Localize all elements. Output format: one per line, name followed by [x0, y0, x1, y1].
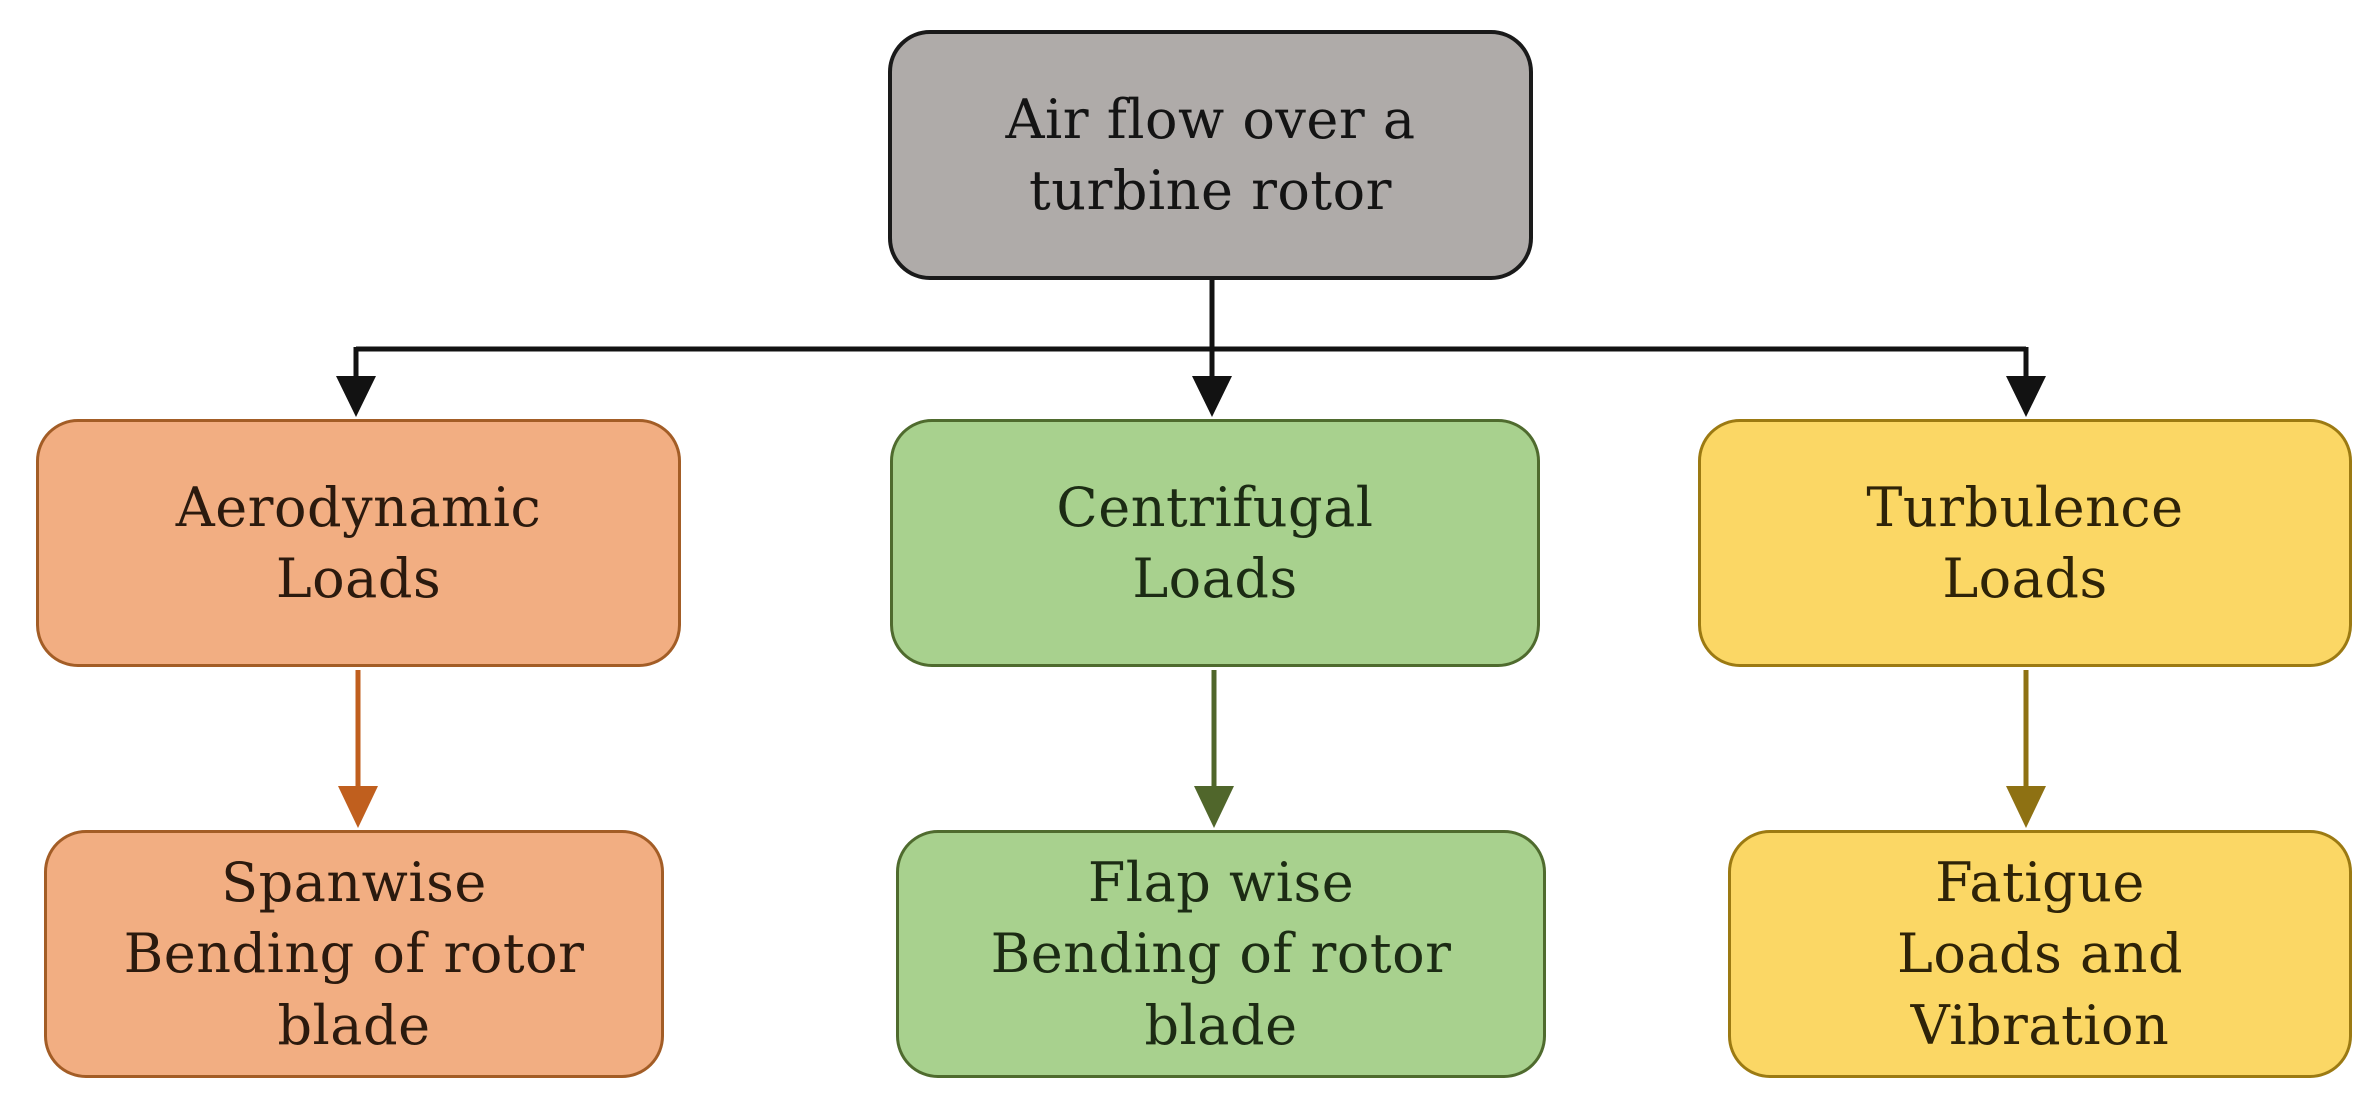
- node-fatigue-loads-vibration: Fatigue Loads and Vibration: [1728, 830, 2352, 1078]
- node-centrifugal-loads: Centrifugal Loads: [890, 419, 1540, 667]
- node-label: Spanwise Bending of rotor blade: [123, 851, 585, 1057]
- arrowhead-root-to-turbulence: [2006, 376, 2046, 417]
- arrowhead-root-to-centrifugal: [1192, 376, 1232, 417]
- node-flapwise-bending: Flap wise Bending of rotor blade: [896, 830, 1546, 1078]
- arrowhead-turbulence-to-fatigue: [2006, 786, 2046, 828]
- node-label: Flap wise Bending of rotor blade: [990, 851, 1452, 1057]
- arrowhead-aerodynamic-to-spanwise: [338, 786, 378, 828]
- node-label: Centrifugal Loads: [1056, 475, 1374, 610]
- node-label: Aerodynamic Loads: [175, 475, 542, 610]
- node-label: Fatigue Loads and Vibration: [1896, 851, 2184, 1057]
- node-label: Turbulence Loads: [1866, 475, 2184, 610]
- node-air-flow-over-turbine-rotor: Air flow over a turbine rotor: [888, 30, 1533, 280]
- node-turbulence-loads: Turbulence Loads: [1698, 419, 2352, 667]
- node-aerodynamic-loads: Aerodynamic Loads: [36, 419, 681, 667]
- node-spanwise-bending: Spanwise Bending of rotor blade: [44, 830, 664, 1078]
- arrowhead-centrifugal-to-flapwise: [1194, 786, 1234, 828]
- arrowhead-root-to-aerodynamic: [336, 376, 376, 417]
- node-label: Air flow over a turbine rotor: [1005, 87, 1416, 222]
